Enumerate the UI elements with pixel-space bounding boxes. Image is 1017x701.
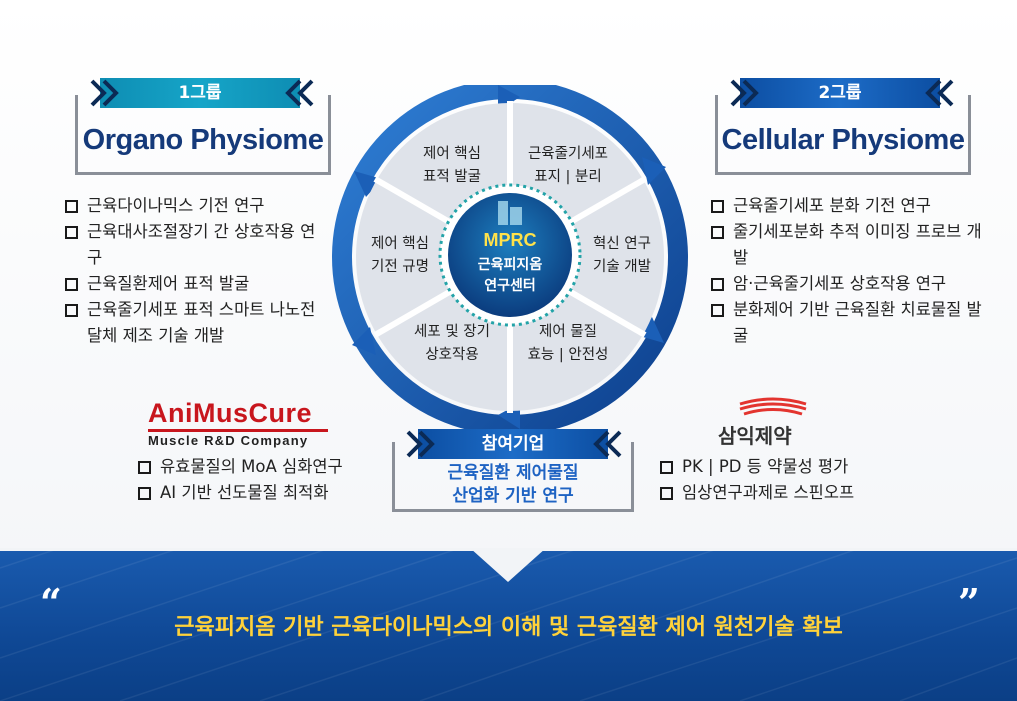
close-quote-icon: ”: [958, 580, 980, 625]
group2-ribbon: 2그룹: [740, 78, 940, 108]
square-bullet-icon: [65, 226, 78, 239]
list-item: 분화제어 기반 근육질환 치료물질 발굴: [711, 297, 993, 349]
open-quote-icon: “: [40, 580, 62, 625]
bottom-banner: [0, 548, 1017, 701]
animuscure-underline: [148, 429, 328, 432]
group1-label: 1그룹: [178, 83, 222, 103]
center-line1: 근육피지옴: [478, 257, 543, 273]
group1-title: Organo Physiome: [82, 124, 324, 156]
list-item: 근육질환제어 표적 발굴: [65, 271, 330, 297]
segment-4-line1: 세포 및 장기: [414, 323, 490, 340]
banner-text: 근육피지옴 기반 근육다이나믹스의 이해 및 근육질환 제어 원천기술 확보: [174, 615, 843, 640]
center-line2: 연구센터: [484, 278, 536, 294]
square-bullet-icon: [65, 304, 78, 317]
building-icon: [498, 201, 522, 225]
list-item: 유효물질의 MoA 심화연구: [138, 454, 398, 480]
square-bullet-icon: [711, 200, 724, 213]
square-bullet-icon: [65, 200, 78, 213]
segment-5-line2: 기전 규명: [371, 258, 429, 275]
chevron-left-icon: [593, 430, 622, 458]
group1-ribbon: 1그룹: [100, 78, 300, 108]
segment-6-line1: 제어 핵심: [423, 145, 481, 162]
participation-ribbon: 참여기업: [418, 429, 608, 459]
segment-3-line2: 효능 | 안전성: [528, 346, 609, 363]
segment-1-line2: 표지 | 분리: [534, 168, 601, 185]
group2-label: 2그룹: [818, 83, 862, 103]
group2-title: Cellular Physiome: [721, 124, 965, 156]
participation-line1: 근육질환 제어물질: [447, 463, 579, 483]
segment-5-line1: 제어 핵심: [371, 235, 429, 252]
group2-frame: [715, 95, 971, 175]
arrow-head-icon: [354, 171, 382, 197]
participation-text: 근육질환 제어물질 산업화 기반 연구: [395, 462, 631, 508]
participation-line2: 산업화 기반 연구: [452, 486, 574, 506]
list-item: 임상연구과제로 스핀오프: [660, 480, 940, 506]
arrow-head-icon: [352, 327, 376, 355]
segment-6-line2: 표적 발굴: [423, 168, 481, 185]
banner-notch: [470, 548, 546, 582]
animuscure-list: 유효물질의 MoA 심화연구 AI 기반 선도물질 최적화: [138, 454, 398, 506]
square-bullet-icon: [138, 487, 151, 500]
segment-3-line1: 제어 물질: [539, 323, 597, 340]
chevron-right-icon: [406, 430, 435, 458]
segment-2-line2: 기술 개발: [593, 258, 651, 275]
list-item: 줄기세포분화 추적 이미징 프로브 개발: [711, 219, 993, 271]
square-bullet-icon: [65, 278, 78, 291]
arrow-head-icon: [642, 157, 666, 185]
square-bullet-icon: [711, 226, 724, 239]
list-item: AI 기반 선도물질 최적화: [138, 480, 398, 506]
samik-logo: 삼익제약: [718, 424, 792, 448]
cycle-diagram: 근육줄기세포 표지 | 분리 혁신 연구 기술 개발 제어 물질 효능 | 안전…: [332, 85, 688, 435]
segment-2-line1: 혁신 연구: [593, 235, 651, 252]
square-bullet-icon: [138, 461, 151, 474]
center-title: MPRC: [484, 230, 537, 250]
group1-frame: [75, 95, 331, 175]
square-bullet-icon: [711, 278, 724, 291]
list-item: PK | PD 등 약물성 평가: [660, 454, 940, 480]
banner-pattern: [0, 548, 1017, 701]
samik-list: PK | PD 등 약물성 평가 임상연구과제로 스핀오프: [660, 454, 940, 506]
animuscure-logo: AniMusCure: [148, 398, 313, 428]
group2-list: 근육줄기세포 분화 기전 연구 줄기세포분화 추적 이미징 프로브 개발 암·근…: [711, 193, 993, 349]
animuscure-subtitle: Muscle R&D Company: [148, 433, 309, 448]
samik-logo-icon: [739, 397, 807, 416]
square-bullet-icon: [660, 487, 673, 500]
square-bullet-icon: [660, 461, 673, 474]
list-item: 근육줄기세포 분화 기전 연구: [711, 193, 993, 219]
square-bullet-icon: [711, 304, 724, 317]
participation-frame: [392, 442, 634, 512]
participation-label: 참여기업: [481, 434, 545, 454]
list-item: 암·근육줄기세포 상호작용 연구: [711, 271, 993, 297]
list-item: 근육줄기세포 표적 스마트 나노전달체 제조 기술 개발: [65, 297, 330, 349]
group1-list: 근육다이나믹스 기전 연구 근육대사조절장기 간 상호작용 연구 근육질환제어 …: [65, 193, 330, 349]
segment-1-line1: 근육줄기세포: [528, 145, 608, 162]
segment-4-line2: 상호작용: [425, 346, 478, 363]
list-item: 근육다이나믹스 기전 연구: [65, 193, 330, 219]
chevron-left-icon: [925, 79, 954, 107]
center-circle: [448, 193, 572, 317]
chevron-right-icon: [90, 79, 119, 107]
banner-top-line: [0, 548, 1017, 551]
chevron-left-icon: [285, 79, 314, 107]
outer-ring: [332, 85, 688, 435]
list-item: 근육대사조절장기 간 상호작용 연구: [65, 219, 330, 271]
chevron-right-icon: [730, 79, 759, 107]
